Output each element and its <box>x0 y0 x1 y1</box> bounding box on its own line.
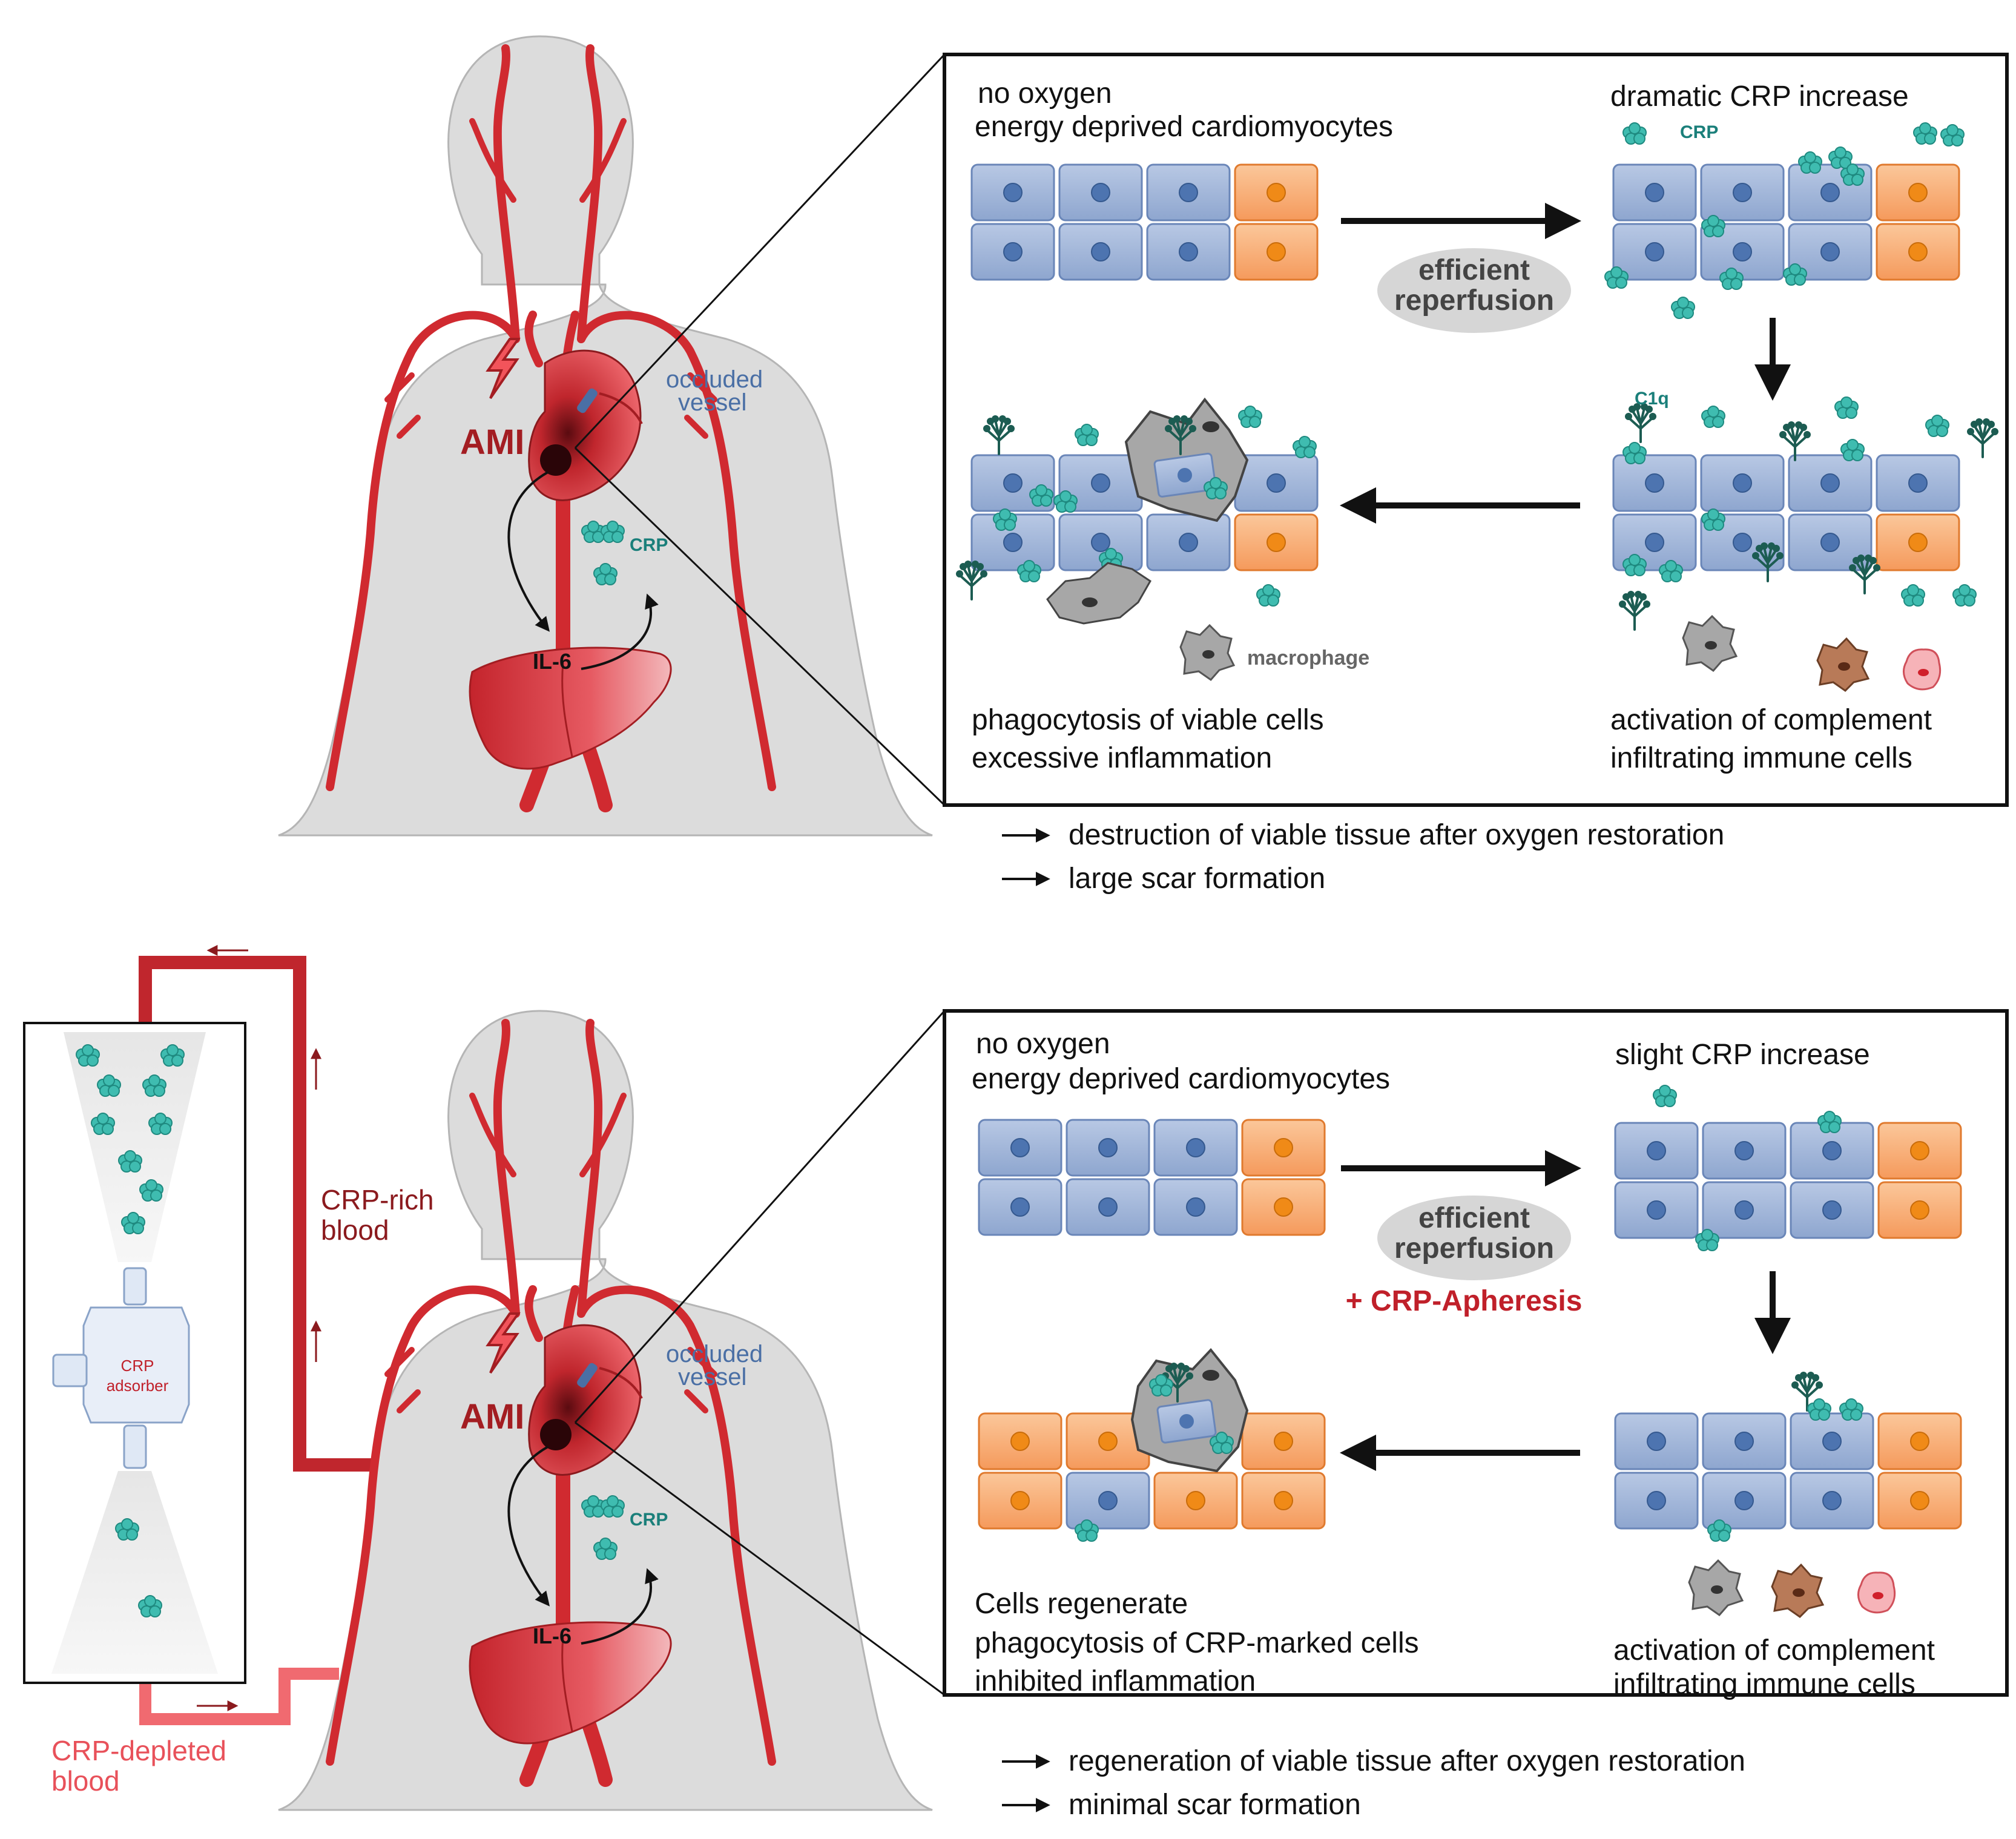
bottom-outcomes: regeneration of viable tissue after oxyg… <box>1002 1745 1745 1821</box>
bottom-step3-text-2: infiltrating immune cells <box>1613 1668 1916 1700</box>
top-mechanism-box: no oxygen energy deprived cardiomyocytes… <box>943 53 2009 807</box>
bottom-step1-text-2: energy deprived cardiomyocytes <box>972 1063 1390 1095</box>
reperfusion-badge <box>1377 248 1571 333</box>
ami-label: AMI <box>460 1397 524 1436</box>
heart-to-liver-arrow <box>507 471 550 632</box>
bottom-body-illustration: AMI occluded vessel CRP IL-6 <box>278 1010 933 1811</box>
crp-rich-blood-line <box>139 956 412 1472</box>
top-step4-text-1: phagocytosis of viable cells <box>972 704 1324 736</box>
top-step1-text-2: energy deprived cardiomyocytes <box>975 111 1393 143</box>
macrophage-label: macrophage <box>1247 646 1369 669</box>
occluded-label-1: occluded <box>666 1341 763 1367</box>
tissue-regeneration <box>978 1347 1326 1542</box>
reperfusion-text-2: reperfusion <box>1394 285 1554 317</box>
bottom-step1-text-1: no oxygen <box>976 1028 1110 1060</box>
top-outcome-2: large scar formation <box>1069 863 1325 895</box>
reperfusion-text-2: reperfusion <box>1394 1232 1554 1265</box>
reperfusion-badge <box>1377 1196 1571 1280</box>
liver <box>469 646 672 770</box>
top-step2-text-1: dramatic CRP increase <box>1610 81 1909 113</box>
reperfusion-text-1: efficient <box>1418 1202 1530 1234</box>
c1q-label: C1q <box>1635 389 1669 409</box>
bottom-step4-text-2: phagocytosis of CRP-marked cells <box>975 1627 1419 1659</box>
bottom-outcome-2: minimal scar formation <box>1069 1789 1361 1821</box>
top-step1-text-1: no oxygen <box>978 77 1112 110</box>
top-step3-text-1: activation of complement <box>1610 704 1932 736</box>
occluded-vessel-marker <box>577 388 598 413</box>
top-step3-text-2: infiltrating immune cells <box>1610 742 1912 774</box>
crp-label: CRP <box>630 1510 668 1530</box>
adsorber-label-2: adsorber <box>107 1377 169 1395</box>
bottom-step4-text-1: Cells regenerate <box>975 1588 1188 1620</box>
liver-to-crp-arrow <box>581 593 659 670</box>
adsorber-label-1: CRP <box>121 1357 154 1375</box>
bottom-step4-text-3: inhibited inflammation <box>975 1665 1256 1697</box>
tissue-phagocytosis <box>956 397 1319 681</box>
bottom-outcome-1: regeneration of viable tissue after oxyg… <box>1069 1745 1745 1777</box>
apheresis-circuit: CRP-rich blood CRP-depleted blood CRP ad… <box>23 945 434 1797</box>
top-step2-crp-label: CRP <box>1680 122 1718 142</box>
bottom-step3-text-1: activation of complement <box>1613 1634 1935 1666</box>
crp-depleted-label-1: CRP-depleted <box>51 1735 226 1766</box>
top-body-illustration: AMI occluded vessel CRP IL-6 <box>278 35 933 837</box>
ami-label: AMI <box>460 423 524 462</box>
top-outcomes: destruction of viable tissue after oxyge… <box>1002 819 1724 895</box>
heart <box>528 349 643 501</box>
crp-label: CRP <box>630 535 668 555</box>
bottom-mechanism-box: no oxygen energy deprived cardiomyocytes… <box>943 1009 2009 1700</box>
occluded-label-2: vessel <box>678 389 746 416</box>
top-step4-text-2: excessive inflammation <box>972 742 1272 774</box>
heart <box>528 1324 643 1476</box>
occluded-label-1: occluded <box>666 366 763 393</box>
crp-depleted-label-2: blood <box>51 1765 120 1797</box>
top-outcome-1: destruction of viable tissue after oxyge… <box>1069 819 1724 851</box>
liver <box>469 1621 672 1745</box>
immune-cell-icon <box>1857 1571 1896 1614</box>
occluded-label-2: vessel <box>678 1364 746 1390</box>
crp-depleted-blood-line <box>139 1668 339 1725</box>
il6-label: IL-6 <box>533 649 572 674</box>
bottom-step2-text-1: slight CRP increase <box>1615 1039 1870 1071</box>
reperfusion-text-1: efficient <box>1418 254 1530 286</box>
crp-rich-label-2: blood <box>321 1214 389 1246</box>
il6-label: IL-6 <box>533 1624 572 1648</box>
immune-cell-icon <box>1902 648 1942 691</box>
adsorber-device-icon <box>52 1267 190 1469</box>
crp-apheresis-label: + CRP-Apheresis <box>1346 1285 1583 1317</box>
crp-rich-label-1: CRP-rich <box>321 1184 434 1216</box>
